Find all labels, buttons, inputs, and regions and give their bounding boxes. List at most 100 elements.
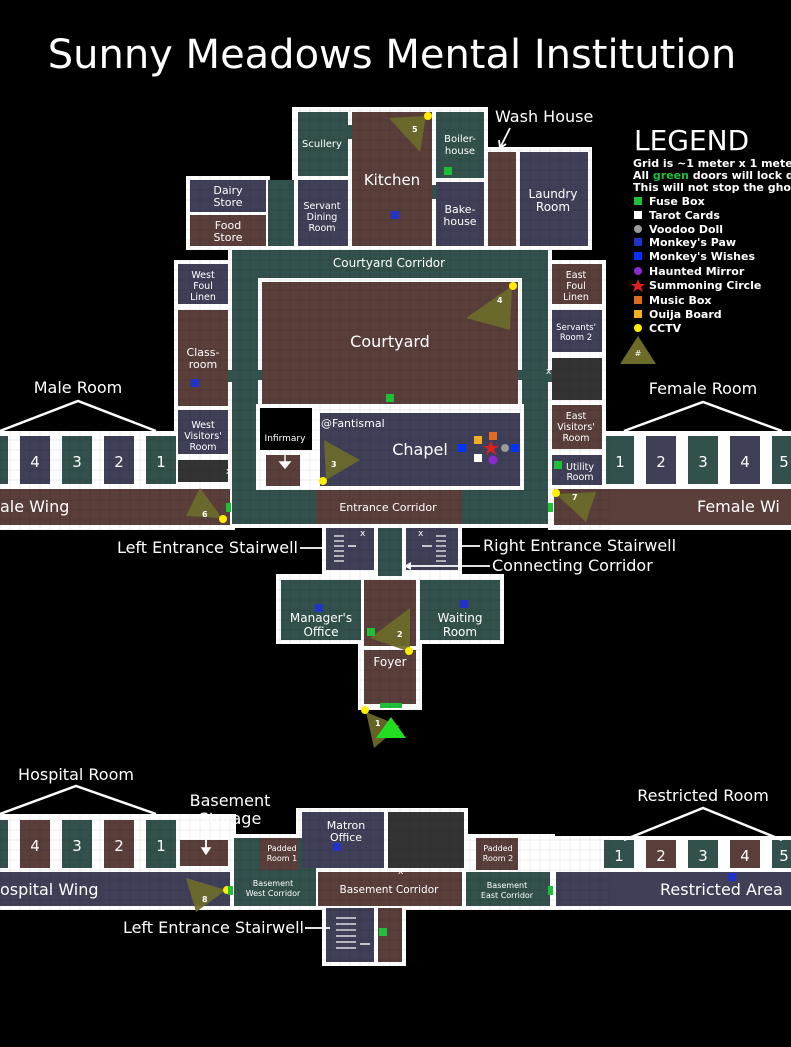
item-markers [191,167,736,936]
svg-text:2: 2 [114,837,124,855]
svg-text:East Corridor: East Corridor [481,891,534,900]
west-store [178,460,228,482]
label-male-wing: ale Wing [0,497,69,516]
svg-text:Monkey's Wishes: Monkey's Wishes [649,250,755,263]
x-marks: xx xx x [226,367,552,877]
svg-text:Manager's: Manager's [290,611,352,625]
tarot-cards-marker [474,454,482,462]
callout-restricted-room: Restricted Room [637,786,769,805]
cctv-camera-2 [405,647,413,655]
svg-text:4: 4 [30,453,40,471]
service-passage [268,180,294,246]
svg-text:4: 4 [740,847,750,865]
svg-text:2: 2 [397,630,403,639]
svg-text:x: x [418,529,424,539]
svg-text:Utility: Utility [566,462,594,473]
female-room-cell [730,436,760,484]
svg-text:West Corridor: West Corridor [246,889,301,898]
female-room-cell [646,436,676,484]
female-room-cell [606,436,634,484]
female-room-cell [772,436,791,484]
svg-text:7: 7 [572,493,578,502]
monkeys-paw-marker [315,604,323,612]
boilerhouse-room [436,112,484,178]
svg-text:6: 6 [202,510,208,519]
callout-basement-stairwell: Left Entrance Stairwell [123,918,304,937]
door-openings [228,125,552,382]
monkeys-paw-legend-icon [634,238,642,246]
svg-text:Store: Store [213,231,242,244]
svg-text:5: 5 [412,125,418,134]
callout-male-room: Male Room [34,378,123,397]
green-door [228,886,233,895]
restricted-room-cell [688,840,718,868]
svg-text:x: x [398,867,404,877]
haunted-mirror-marker [488,455,498,465]
ouija-board-marker [474,436,482,444]
svg-text:1: 1 [375,719,381,728]
svg-text:Store: Store [213,196,242,209]
cctv-camera-7 [552,489,560,497]
monkeys-paw-marker [460,600,468,608]
svg-text:4: 4 [740,453,750,471]
svg-text:Monkey's Paw: Monkey's Paw [649,236,736,249]
right-entrance-stairwell [406,528,458,570]
svg-text:East: East [566,270,587,281]
svg-text:Class-: Class- [187,346,220,359]
room-arrows [200,455,432,945]
svg-text:Linen: Linen [563,292,589,303]
svg-text:x: x [226,467,232,477]
svg-text:2: 2 [114,453,124,471]
haunted-mirror-legend-icon [634,267,642,275]
svg-text:Dining: Dining [307,212,338,223]
svg-text:Padded: Padded [483,844,513,853]
ouija-board-legend-icon [634,310,642,318]
svg-text:Laundry: Laundry [529,187,578,201]
svg-text:CCTV: CCTV [649,322,682,335]
svg-text:2: 2 [656,453,666,471]
svg-text:Room: Room [566,472,593,483]
cctv-camera-4 [509,282,517,290]
restricted-room-cell [730,840,760,868]
svg-text:x: x [546,367,552,377]
basement-dark-room [388,812,464,868]
svg-text:Visitors': Visitors' [184,431,222,442]
cell-numbers: 4 3 2 1 1 2 3 4 5 4 3 2 1 1 2 3 4 5 [30,453,789,865]
svg-text:Voodoo Doll: Voodoo Doll [649,223,723,236]
monkeys-paw-marker [333,843,341,851]
svg-text:Room 2: Room 2 [483,854,513,863]
svg-text:Room: Room [536,200,570,214]
svg-text:Fuse Box: Fuse Box [649,195,705,208]
cctv-camera-6 [219,515,227,523]
callouts: Wash House Male Room Female Room Left En… [0,107,783,937]
summoning-circle-marker [483,440,499,455]
infirmary-annex [266,455,300,486]
svg-text:Room 2: Room 2 [560,333,592,343]
basement-storage-room [180,840,228,866]
legend: LEGEND Grid is ~1 meter x 1 meter All gr… [620,124,791,364]
svg-text:1: 1 [156,837,166,855]
cctv-camera-1 [361,706,369,714]
svg-text:Storage: Storage [199,809,262,828]
label-female-wing: Female Wi [697,497,780,516]
svg-text:Summoning Circle: Summoning Circle [649,279,761,292]
watermark: @Fantismal [321,417,385,430]
monkeys-paw-marker [728,873,736,881]
restricted-room-cell [772,840,791,868]
svg-text:4: 4 [497,296,503,305]
label-hospital-wing: ospital Wing [0,880,99,899]
svg-text:room: room [189,358,217,371]
callout-right-stairwell: Right Entrance Stairwell [483,536,676,555]
monkeys-wishes-legend-icon [634,252,642,260]
svg-text:Basement: Basement [253,879,293,888]
svg-text:5: 5 [779,453,789,471]
svg-text:Office: Office [330,831,362,844]
cctv-numbers: 5 4 3 6 7 2 1 8 [202,125,578,904]
entrance-arrow-icon [376,717,406,738]
monkeys-paw-marker [191,379,199,387]
room-labels: Scullery Kitchen Boiler- house Laundry R… [0,134,783,900]
label-chapel: Chapel [392,440,448,459]
svg-text:Boiler-: Boiler- [444,134,476,145]
svg-text:Linen: Linen [190,292,216,303]
fuse-box-marker [444,167,452,175]
